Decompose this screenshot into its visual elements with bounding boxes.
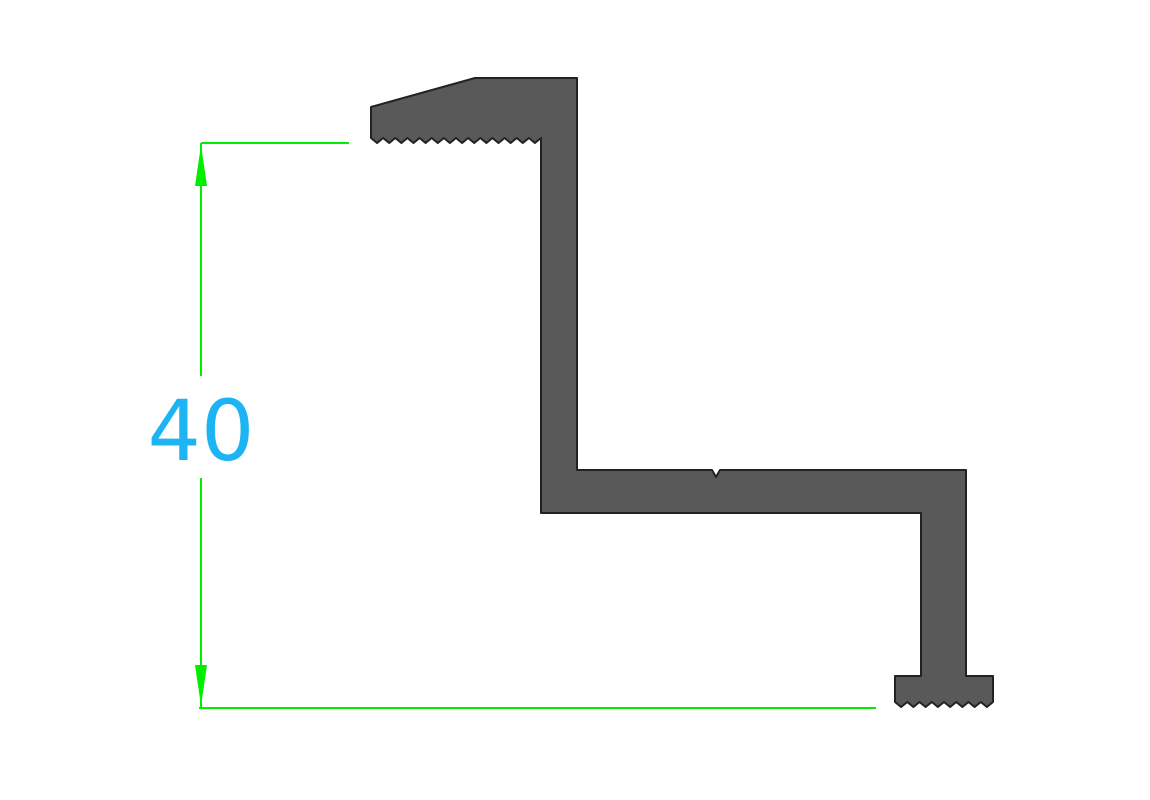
arrow-up-icon: [195, 145, 207, 186]
arrow-down-icon: [195, 665, 207, 706]
dimension-value: 40: [148, 382, 255, 480]
vertical-dimension: 40: [148, 142, 876, 709]
z-profile-section: [370, 77, 994, 708]
